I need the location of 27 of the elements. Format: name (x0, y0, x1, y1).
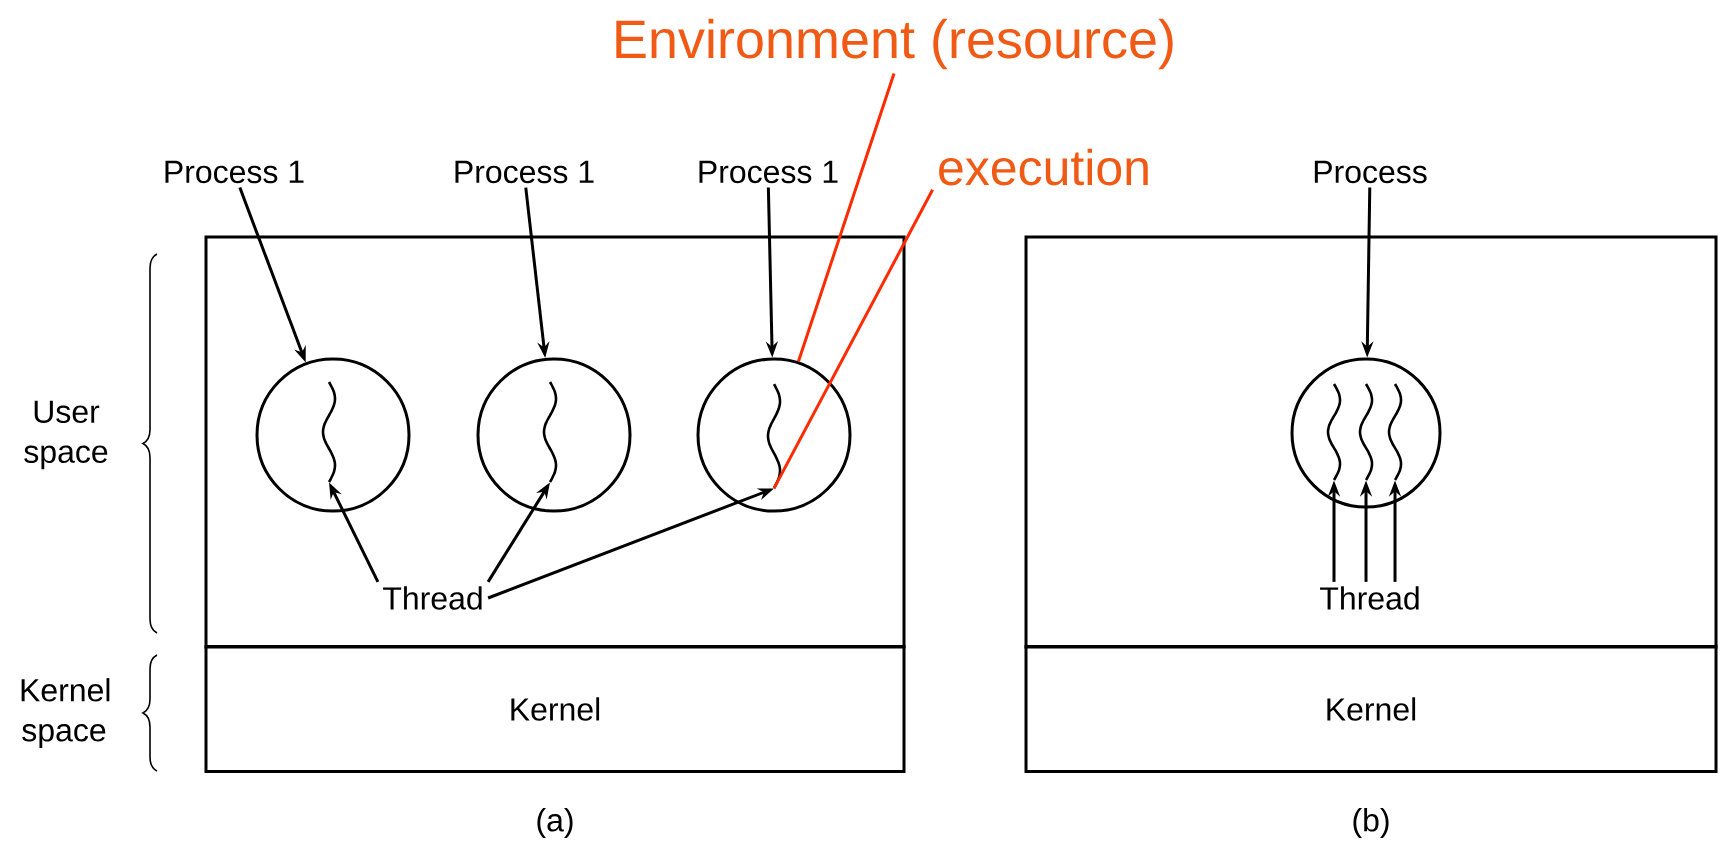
node-text: Process 1 (165, 160, 304, 184)
node-text: Thread (383, 586, 482, 610)
label-text: User space (24, 400, 108, 470)
thread-squiggle (542, 381, 558, 483)
kernel-box: Kernel (1024, 645, 1718, 773)
annotation-text: Environment (resource) (616, 18, 1173, 70)
node-text: Process 1 (699, 160, 838, 184)
thread-squiggle (1358, 383, 1374, 481)
user-space-box (204, 235, 906, 649)
process-circle (476, 357, 632, 513)
user-space-box (1024, 235, 1718, 649)
label-text: (b) (1353, 808, 1389, 838)
node-text: Thread (1320, 586, 1419, 610)
thread-squiggle (321, 381, 337, 483)
kernel-box: Kernel (204, 645, 906, 773)
process-circle (696, 357, 852, 513)
leader-line (772, 189, 934, 490)
process-circle (255, 357, 411, 513)
label-text: Kernel space (21, 678, 110, 748)
leader-line (797, 73, 896, 362)
label-text: (a) (537, 808, 573, 838)
thread-squiggle (1326, 383, 1342, 481)
node-text: Process (1314, 160, 1427, 184)
node-text: Process 1 (455, 160, 594, 184)
process-circle (1290, 357, 1442, 509)
annotation-text: execution (939, 148, 1148, 186)
thread-squiggle (1387, 383, 1403, 481)
